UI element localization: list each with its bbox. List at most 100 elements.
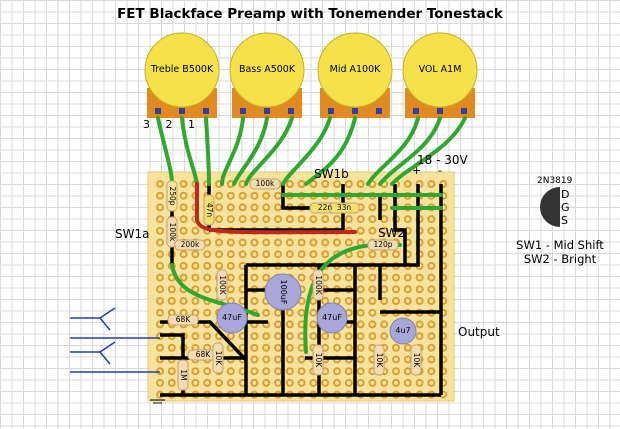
potentiometer[interactable] <box>402 32 478 108</box>
ground-icon <box>150 399 165 404</box>
hole <box>238 191 247 200</box>
hole <box>226 367 235 376</box>
hole <box>427 285 436 294</box>
hole <box>226 191 235 200</box>
hole <box>368 285 377 294</box>
hole <box>344 332 353 341</box>
hole <box>427 238 436 247</box>
r68k_2-label: 68K <box>195 350 211 359</box>
hole <box>203 378 212 387</box>
r200k-component <box>174 239 206 251</box>
hole <box>215 378 223 387</box>
potentiometer[interactable] <box>229 32 305 108</box>
c47uf_1-capacitor <box>216 302 248 334</box>
hole <box>380 226 389 235</box>
potentiometer[interactable] <box>317 32 393 108</box>
c47uf_2-capacitor <box>316 302 348 334</box>
hole <box>156 285 164 294</box>
r10k_3-label: 10K <box>375 352 384 368</box>
hole <box>191 378 200 387</box>
hole <box>392 378 400 387</box>
hole <box>427 367 436 376</box>
hole <box>356 308 365 317</box>
hole <box>427 297 436 305</box>
hole <box>226 378 235 387</box>
hole <box>415 285 424 294</box>
hole <box>380 378 389 387</box>
hole <box>156 378 164 387</box>
hole <box>344 180 353 188</box>
hole <box>156 261 164 270</box>
hole <box>356 367 365 376</box>
hole <box>274 320 282 329</box>
hole <box>368 378 377 387</box>
c47n-label: 47n <box>205 202 214 218</box>
hole <box>309 320 318 329</box>
hole <box>427 226 436 235</box>
hole <box>226 203 235 212</box>
pin-s: S <box>561 214 568 227</box>
c47uf_2-label: 47uF <box>322 313 342 322</box>
pot-pin <box>203 108 209 114</box>
hole <box>203 367 212 376</box>
c4u7-label: 4u7 <box>395 326 411 335</box>
r100k_1-label: 100K <box>218 275 227 295</box>
c47uf_1-label: 47uF <box>222 313 242 322</box>
r10k_1-component <box>212 342 224 374</box>
hole <box>156 343 164 352</box>
legend-sw1: SW1 - Mid Shift <box>516 238 604 252</box>
hole <box>191 261 200 270</box>
r10k_3-component <box>373 344 385 376</box>
hole <box>427 250 436 259</box>
hole <box>191 273 200 282</box>
hole <box>356 250 365 259</box>
hole <box>274 215 282 224</box>
page-title: FET Blackface Preamp with Tonemender Ton… <box>117 6 503 22</box>
hole <box>344 273 353 282</box>
hole <box>297 215 306 224</box>
hole <box>297 238 306 247</box>
r100k_top-label: 100k <box>255 179 275 188</box>
pin-1: 1 <box>188 118 195 131</box>
hole <box>344 215 353 224</box>
hole <box>274 332 282 341</box>
hole <box>156 180 164 188</box>
hole <box>285 180 294 188</box>
hole <box>333 343 341 352</box>
hole <box>250 367 259 376</box>
pot-pin <box>437 108 443 114</box>
plus-label: + <box>412 164 422 177</box>
hole <box>179 191 188 200</box>
hole <box>262 203 271 212</box>
hole <box>309 215 318 224</box>
hole <box>262 367 271 376</box>
hole <box>262 332 271 341</box>
r100k_top-component <box>249 178 281 190</box>
hole <box>403 273 412 282</box>
hole <box>191 250 200 259</box>
hole <box>309 308 318 317</box>
hole <box>333 273 341 282</box>
hole <box>156 273 164 282</box>
hole <box>238 250 247 259</box>
hole <box>392 367 400 376</box>
hole <box>226 238 235 247</box>
c120p-label: 120p <box>373 240 393 249</box>
hole <box>226 285 235 294</box>
c4u7-capacitor <box>389 317 417 345</box>
pin-g: G <box>561 201 570 214</box>
hole <box>285 320 294 329</box>
potentiometer[interactable] <box>144 32 220 108</box>
hole <box>344 367 353 376</box>
hole <box>415 332 424 341</box>
r10k_2-component <box>312 344 324 376</box>
hole <box>297 367 306 376</box>
hole <box>427 215 436 224</box>
hole <box>368 332 377 341</box>
hole <box>203 250 212 259</box>
hole <box>392 273 400 282</box>
hole <box>179 273 188 282</box>
hole <box>285 343 294 352</box>
hole <box>250 273 259 282</box>
